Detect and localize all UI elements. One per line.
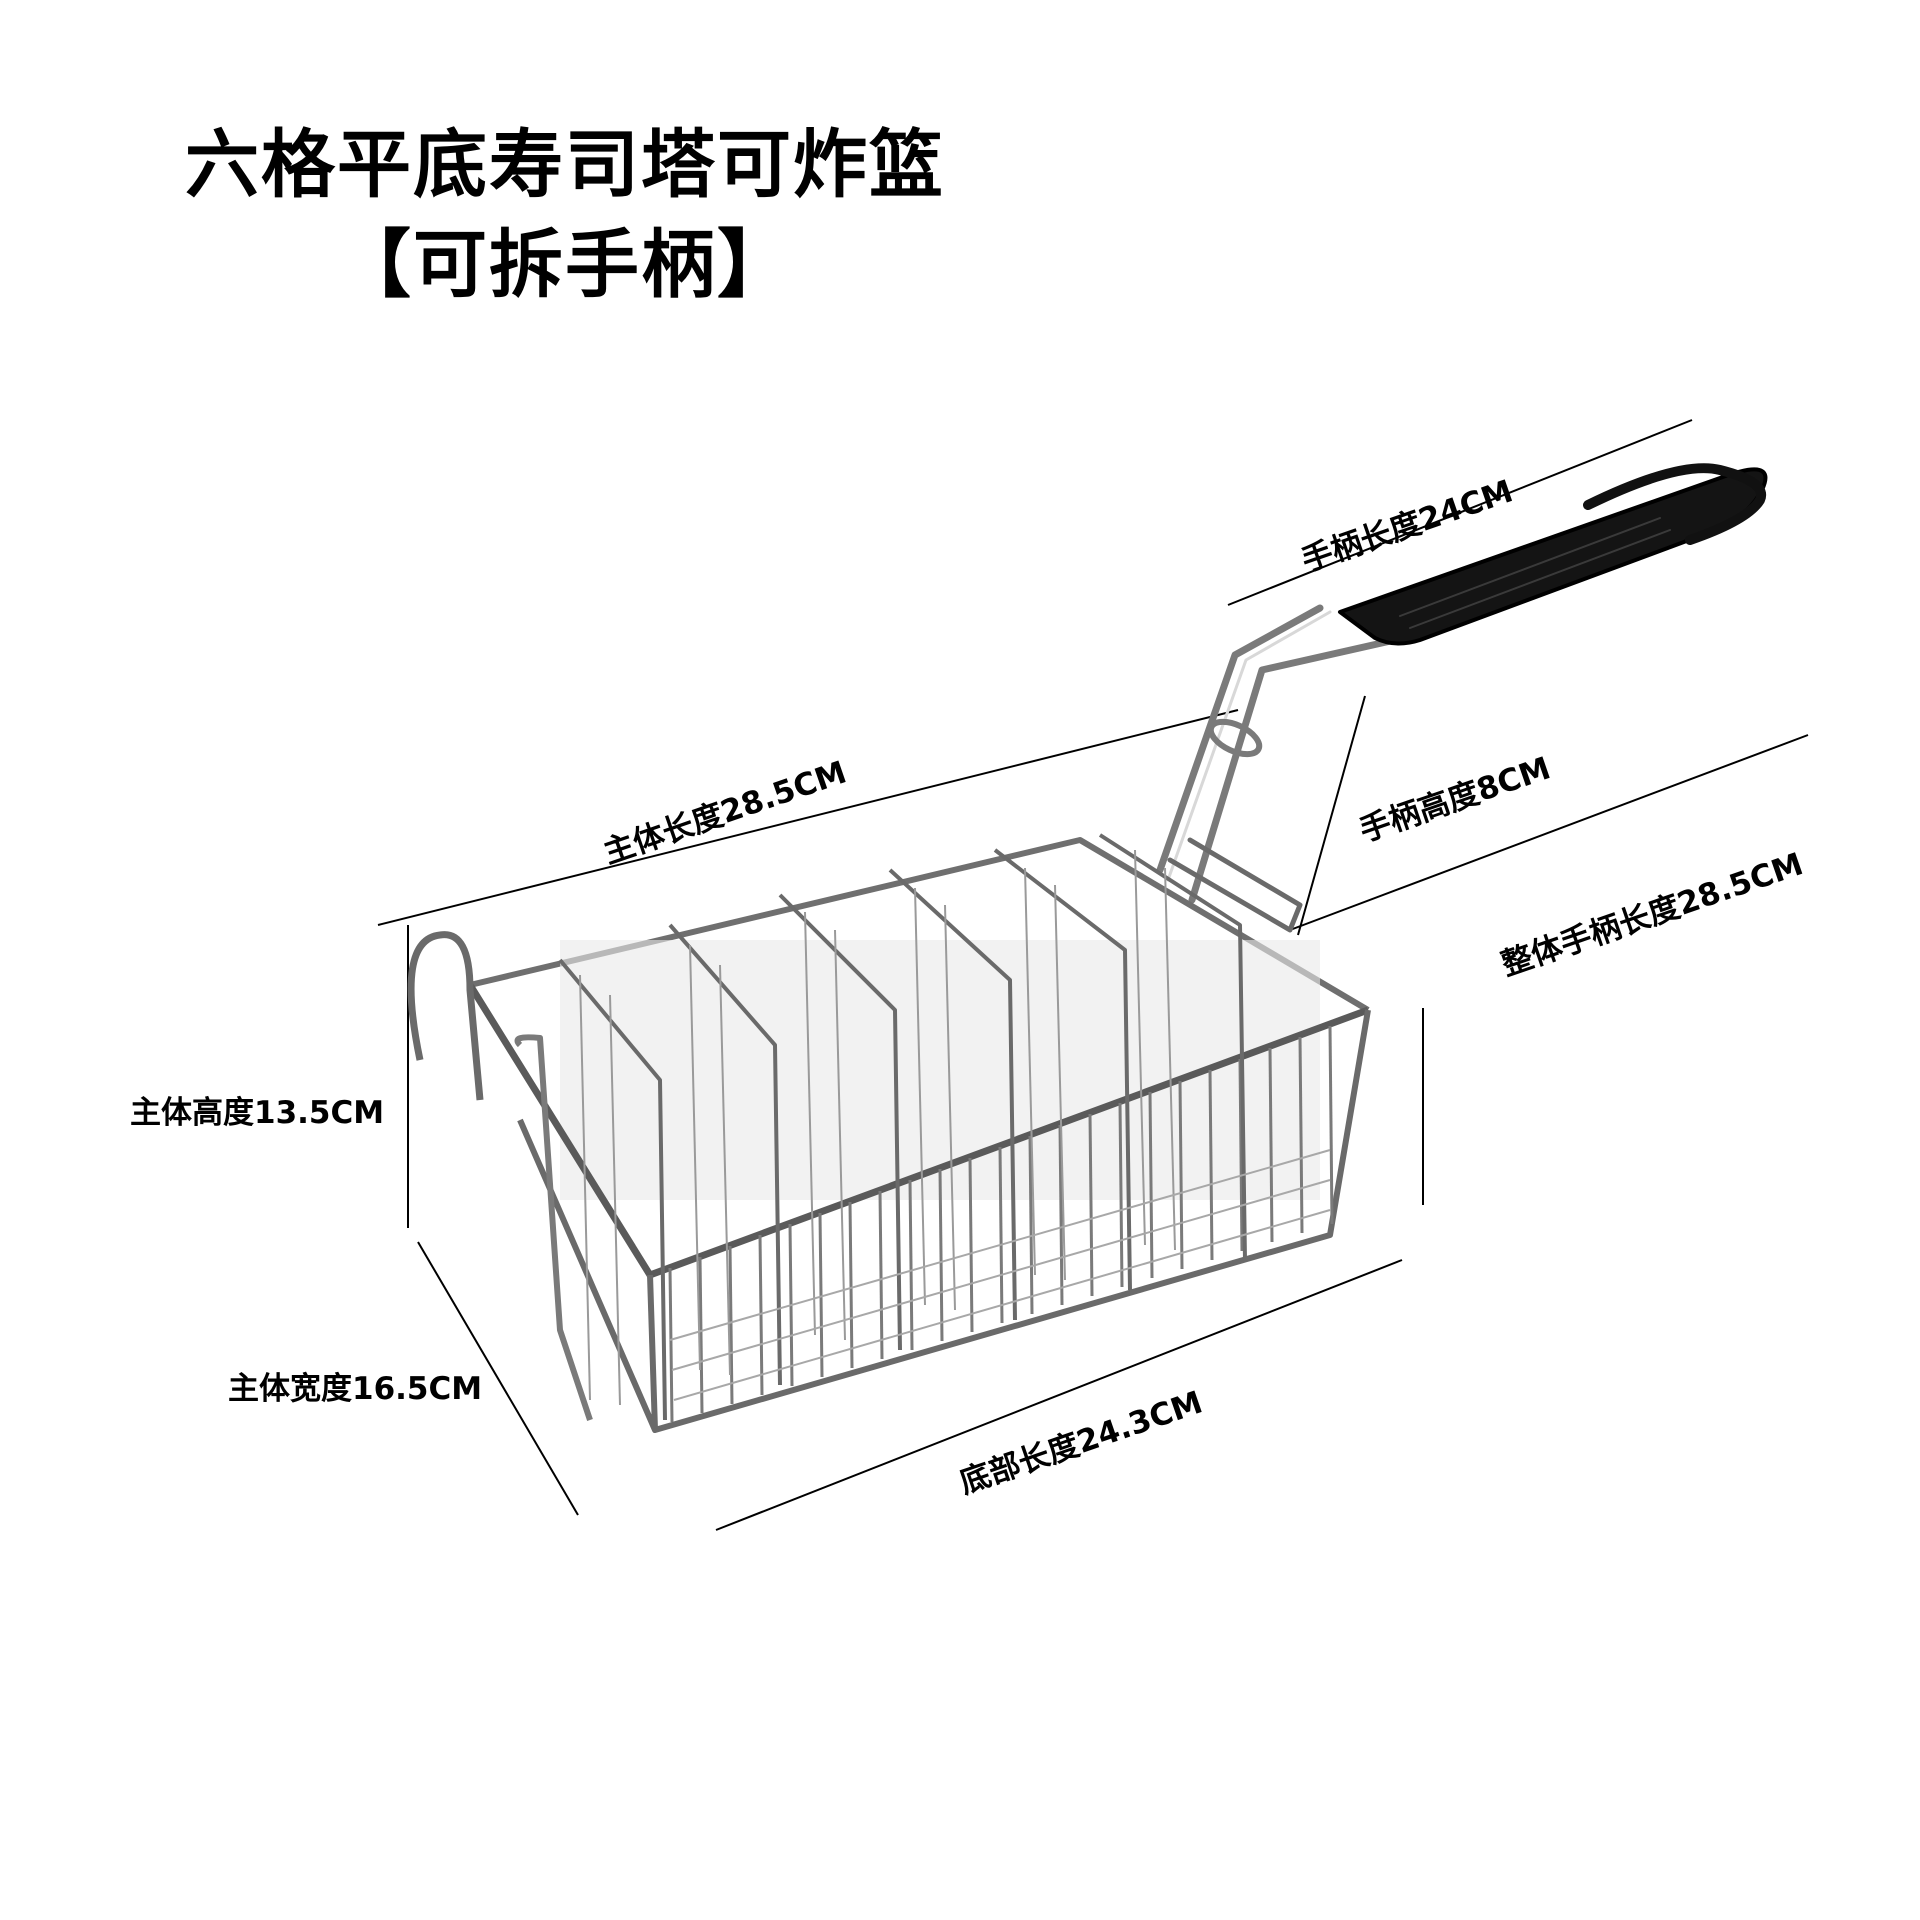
handle-height-line — [1297, 695, 1366, 936]
handle — [1156, 463, 1768, 933]
handle-length-line — [1227, 419, 1693, 606]
basket-back-panel — [560, 940, 1320, 1200]
body-width-line — [417, 1241, 579, 1516]
bottom-length-line — [715, 1259, 1403, 1531]
divider-2 — [668, 923, 782, 1386]
divider-1 — [558, 958, 667, 1421]
product-subtitle: 【可拆手柄】 — [337, 222, 793, 308]
dimension-lines — [377, 419, 1809, 1531]
left-hook — [407, 931, 484, 1101]
bottom-mesh — [669, 1149, 1331, 1401]
divider-5 — [993, 848, 1132, 1291]
divider-4 — [888, 868, 1017, 1321]
overall-handle-line — [1289, 734, 1809, 931]
body-length-line — [377, 709, 1239, 926]
divider-3 — [778, 893, 902, 1351]
basket — [407, 833, 1371, 1433]
body-width-label: 主体宽度16.5CM — [228, 1371, 483, 1407]
handle-wire — [1156, 604, 1399, 904]
body-height-label: 主体高度13.5CM — [130, 1095, 385, 1131]
divider-wires — [579, 849, 1176, 1406]
compartment-dividers — [558, 833, 1247, 1421]
divider-6 — [1098, 833, 1247, 1261]
left-bracket — [514, 1034, 593, 1421]
front-wires — [668, 1025, 1334, 1423]
handle-hook — [1167, 837, 1303, 933]
product-title: 六格平底寿司塔可炸篮 — [185, 122, 945, 208]
grip-loop — [1583, 463, 1767, 545]
handle-clip — [1207, 718, 1263, 758]
handle-grip — [1338, 467, 1768, 646]
